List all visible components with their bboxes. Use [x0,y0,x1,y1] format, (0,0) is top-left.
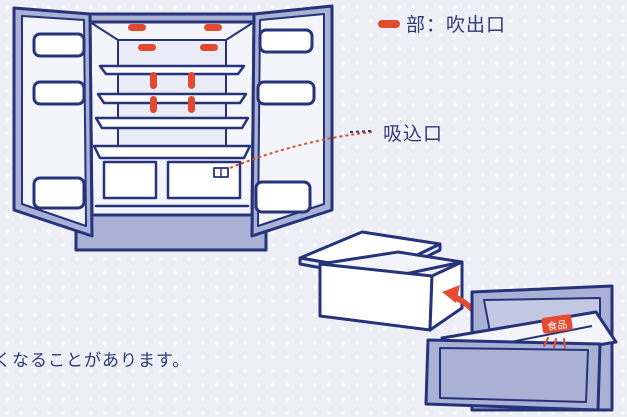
right-door-pocket-3 [254,180,312,214]
outlet-mid-right [200,44,218,51]
outlet-col-right-1 [188,72,195,89]
shelf-2 [96,92,248,105]
drawer [424,284,618,412]
air-outlets [128,24,222,113]
shelf-1 [98,64,246,76]
outlet-legend-mark [378,19,400,28]
outlet-top-left [128,24,146,31]
legend: 部：吹出口 [378,10,506,37]
outlet-mid-left [138,44,156,51]
storage-case [318,250,464,332]
shelf-4 [92,144,252,160]
shelf-3 [94,116,250,130]
intake-leader-line [229,131,373,169]
outlet-top-right [204,24,222,31]
legend-label: 部：吹出口 [406,14,507,36]
refrigerator [12,4,334,252]
intake-label: 吸込口 [383,123,444,145]
left-door-pocket-2 [32,80,86,106]
right-door-pocket-1 [258,28,314,54]
outlet-col-left-1 [150,72,157,89]
chilled-case-right [166,160,242,200]
left-door-pocket-3 [32,176,86,210]
chilled-case-left [102,160,158,200]
food-tag-text: 食品 [546,318,568,334]
drawer-front [424,338,602,412]
outlet-col-left-2 [150,96,157,113]
right-door-pocket-2 [256,80,316,106]
outlet-col-right-2 [188,96,195,113]
left-door-pocket-1 [32,32,86,58]
food-tag: 食品 [541,314,573,349]
note-text: くなることがあります。 [0,351,191,371]
